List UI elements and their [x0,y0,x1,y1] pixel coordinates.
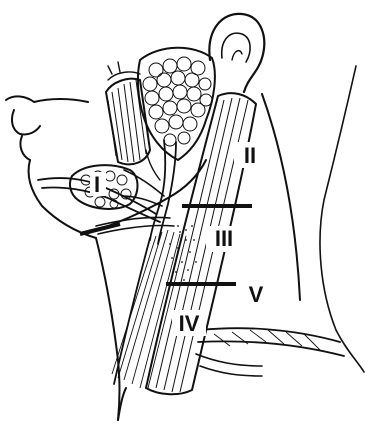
level-label-V: V [249,282,264,307]
level-label-III: III [215,226,233,251]
clavicle-region [196,328,344,376]
shoulder-outline [320,66,364,372]
face-outline [6,96,96,238]
level-label-II: II [244,143,256,168]
level-label-IV: IV [179,311,200,336]
ear [209,14,264,92]
level-label-I: I [94,172,100,197]
